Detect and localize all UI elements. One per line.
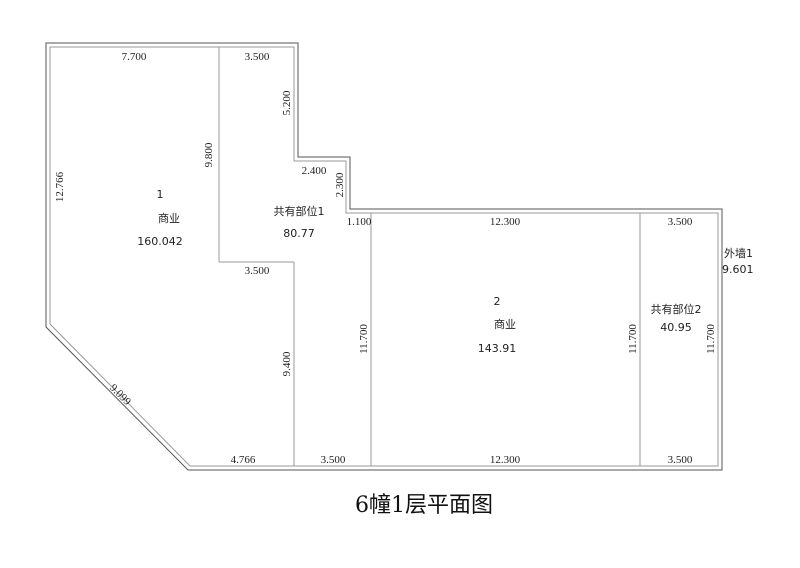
room2-usage: 商业: [494, 317, 516, 331]
dim-room2-left: 11.700: [358, 324, 370, 354]
dim-bottom-a: 4.766: [231, 454, 256, 466]
outer-wall-name: 外墙1: [724, 246, 753, 260]
dim-top-left: 7.700: [122, 51, 147, 63]
shared2-name: 共有部位2: [651, 302, 702, 316]
dim-left-outer: 12.766: [54, 171, 66, 202]
dim-notch-step: 2.400: [302, 165, 327, 177]
outer-wall-area: 9.601: [722, 263, 754, 276]
inner-wall-line: [49, 46, 719, 467]
dim-bottom-d: 3.500: [668, 454, 693, 466]
shared1-name: 共有部位1: [274, 204, 325, 218]
dim-inner-horizontal: 3.500: [245, 265, 270, 277]
dim-bottom-c: 12.300: [490, 454, 521, 466]
dim-step-vertical: 2.300: [334, 172, 346, 197]
room2-number: 2: [494, 295, 501, 308]
dim-step-horizontal: 1.100: [347, 216, 372, 228]
shared2-area: 40.95: [660, 321, 692, 334]
dim-top-right-end: 3.500: [668, 216, 693, 228]
dim-lower-vertical: 9.400: [281, 351, 293, 376]
outer-wall-line: [45, 42, 723, 471]
dim-room2-right: 11.700: [627, 324, 639, 354]
room1-number: 1: [157, 188, 164, 201]
dim-bottom-b: 3.500: [321, 454, 346, 466]
dim-notch-vertical: 5.200: [281, 90, 293, 115]
dim-top-mid: 3.500: [245, 51, 270, 63]
room1-usage: 商业: [158, 211, 180, 225]
dim-inner-vertical: 9.800: [203, 142, 215, 167]
room2-area: 143.91: [478, 342, 517, 355]
dim-top-right-main: 12.300: [490, 216, 521, 228]
shared1-area: 80.77: [283, 227, 315, 240]
room1-area: 160.042: [137, 235, 183, 248]
dim-right-outer: 11.700: [705, 324, 717, 354]
page-title: 6幢1层平面图: [355, 493, 493, 518]
